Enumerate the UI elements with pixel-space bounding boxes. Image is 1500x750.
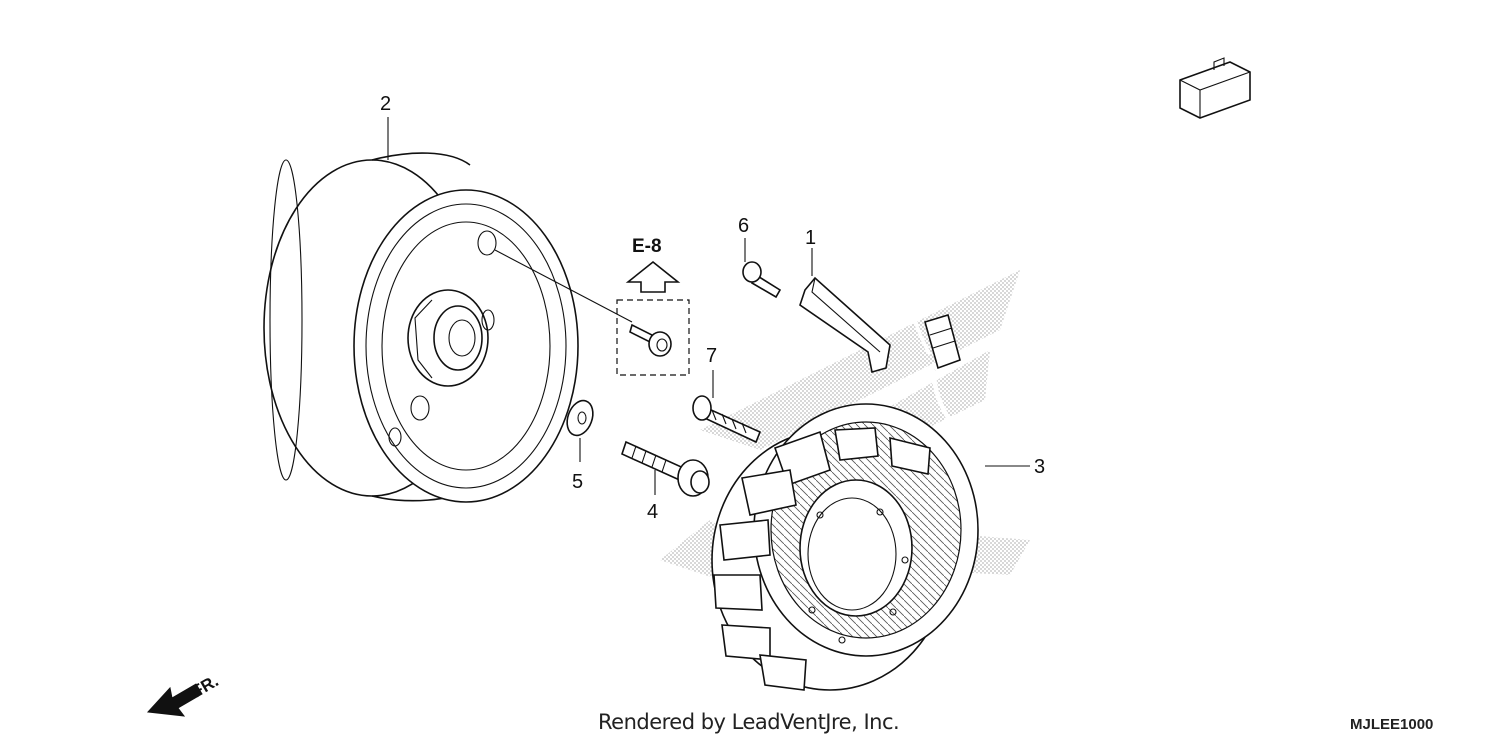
callout-3: 3	[1034, 456, 1045, 478]
callout-4: 4	[647, 501, 658, 523]
callout-2: 2	[380, 93, 391, 115]
callout-5: 5	[572, 471, 583, 493]
flywheel-part	[263, 152, 633, 503]
reference-label: E-8	[632, 236, 662, 257]
stator-part	[711, 57, 1251, 691]
direction-arrow-icon	[146, 683, 203, 717]
reference-box	[616, 299, 690, 376]
render-credit: Rendered by LeadVentJre, Inc.	[598, 710, 900, 734]
socket-bolt-part	[629, 323, 672, 357]
connector-plug	[1179, 57, 1251, 119]
callout-6: 6	[738, 215, 749, 237]
diagram-code: MJLEE1000	[1350, 716, 1434, 733]
clamp-bolt-part	[742, 238, 782, 299]
front-direction-indicator: FR.	[146, 671, 222, 717]
wire-clamp-part	[799, 248, 891, 374]
callout-1: 1	[805, 227, 816, 249]
reference-group: E-8	[616, 236, 690, 376]
stator-bolt-part	[692, 370, 762, 444]
up-arrow-icon	[625, 260, 681, 293]
washer-part	[566, 399, 594, 462]
callout-7: 7	[706, 345, 717, 367]
flange-bolt-part	[621, 440, 710, 497]
